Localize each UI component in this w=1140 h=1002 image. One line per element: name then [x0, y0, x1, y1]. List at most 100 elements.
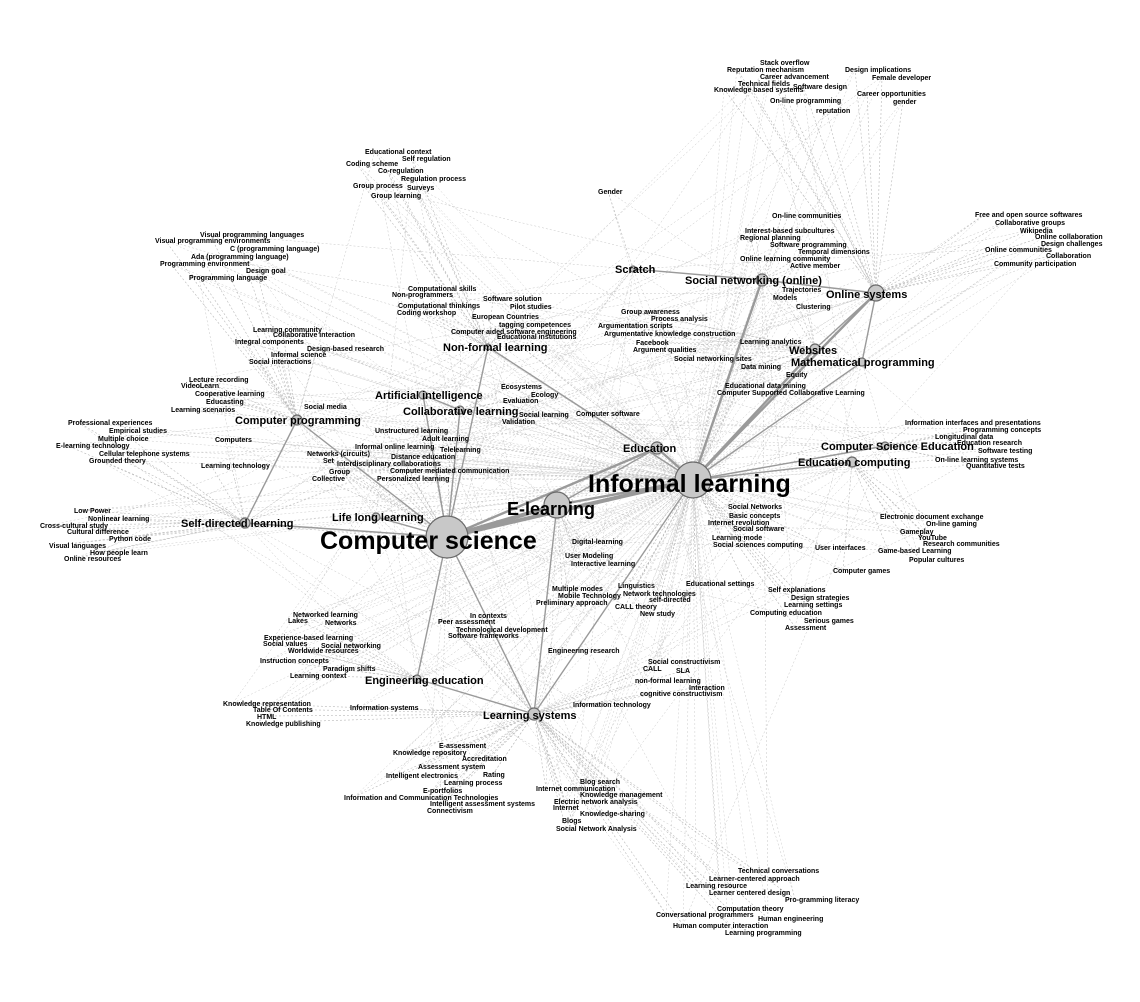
- minor-edge: [533, 713, 728, 909]
- label-models: Models: [773, 295, 797, 302]
- minor-edge: [487, 346, 565, 802]
- label-computer-programming: Computer programming: [235, 415, 361, 427]
- minor-edge: [589, 479, 694, 795]
- minor-edge: [692, 92, 868, 481]
- label-integral-components: Integral components: [235, 339, 304, 346]
- minor-edge: [447, 479, 694, 622]
- label-free-and-open-source-softwares: Free and open source softwares: [975, 212, 1082, 219]
- minor-edge: [562, 292, 877, 808]
- label-visual-programming-languages: Visual programming languages: [200, 232, 304, 239]
- minor-edge: [533, 649, 559, 715]
- minor-edge: [511, 268, 634, 422]
- minor-edge: [884, 445, 989, 451]
- minor-edge: [255, 269, 694, 481]
- label-learning-scenarios: Learning scenarios: [171, 407, 235, 414]
- minor-edge: [589, 479, 694, 782]
- minor-edge: [262, 479, 694, 710]
- minor-edge: [244, 522, 576, 556]
- label-technical-conversations: Technical conversations: [738, 868, 819, 875]
- node-cp: [291, 414, 303, 426]
- minor-edge: [422, 394, 700, 688]
- minor-edge: [316, 347, 658, 449]
- label-computer-science-education: Computer Science Education: [821, 441, 974, 453]
- label-on-line-learning-systems: On-line learning systems: [935, 457, 1018, 464]
- minor-edge: [272, 292, 877, 644]
- label-human-computer-interaction: Human computer interaction: [673, 923, 768, 930]
- minor-edge: [282, 333, 694, 481]
- minor-edge: [465, 479, 694, 630]
- label-process-analysis: Process analysis: [651, 316, 708, 323]
- label-mathematical-programming: Mathematical programming: [791, 357, 935, 369]
- label-worldwide-resources: Worldwide resources: [288, 648, 359, 655]
- minor-edge: [656, 447, 796, 900]
- minor-edge: [692, 479, 749, 871]
- minor-edge: [692, 479, 720, 879]
- minor-edge: [665, 479, 694, 915]
- minor-edge: [73, 292, 877, 559]
- minor-edge: [210, 464, 694, 481]
- minor-edge: [692, 340, 751, 481]
- label-learner-centered-design: Learner centered design: [709, 890, 790, 897]
- minor-edge: [364, 361, 863, 447]
- minor-edge: [851, 461, 937, 524]
- minor-edge: [506, 335, 694, 481]
- minor-edge: [83, 509, 246, 524]
- minor-edge: [297, 504, 558, 621]
- minor-edge: [446, 341, 647, 538]
- minor-edge: [108, 452, 246, 524]
- minor-edge: [884, 421, 916, 447]
- label-accreditation: Accreditation: [462, 756, 507, 763]
- minor-edge: [395, 713, 535, 776]
- label-telelearning: Telelearning: [440, 447, 481, 454]
- minor-edge: [302, 394, 424, 615]
- minor-edge: [851, 461, 929, 538]
- label-multiple-choice: Multiple choice: [98, 436, 149, 443]
- label-self-directed-learning: Self-directed learning: [181, 518, 293, 530]
- minor-edge: [726, 348, 816, 393]
- minor-edge: [533, 310, 632, 715]
- minor-edge: [533, 257, 751, 715]
- minor-edge: [258, 360, 377, 518]
- minor-edge: [180, 408, 298, 421]
- label-regulation-process: Regulation process: [401, 176, 466, 183]
- label-computers: Computers: [215, 437, 252, 444]
- minor-edge: [316, 452, 448, 538]
- minor-edge: [210, 464, 246, 524]
- minor-edge: [198, 378, 694, 481]
- minor-edge: [76, 522, 246, 532]
- minor-edge: [533, 713, 591, 814]
- label-multiple-modes: Multiple modes: [552, 586, 603, 593]
- label-computer-aided-software-engineering: Computer aided software engineering: [451, 329, 577, 336]
- minor-edge: [692, 479, 889, 551]
- minor-edge: [399, 469, 694, 481]
- label-computer-mediated-communication: Computer mediated communication: [390, 468, 509, 475]
- minor-edge: [692, 61, 771, 481]
- hub-edge: [556, 478, 694, 507]
- label-reputation: reputation: [816, 108, 850, 115]
- minor-edge: [416, 305, 521, 680]
- minor-edge: [607, 324, 816, 350]
- label-reputation-mechanism: Reputation mechanism: [727, 67, 804, 74]
- minor-edge: [215, 400, 694, 481]
- minor-edge: [884, 428, 974, 447]
- label-learning-systems: Learning systems: [483, 710, 577, 722]
- label-learning-programming: Learning programming: [725, 930, 802, 937]
- label-group: Group: [329, 469, 350, 476]
- minor-edge: [692, 479, 795, 605]
- minor-edge: [851, 461, 934, 544]
- minor-edge: [632, 268, 797, 375]
- label-trajectories: Trajectories: [782, 287, 821, 294]
- label-self-regulation: Self regulation: [402, 156, 451, 163]
- minor-edge: [255, 269, 298, 421]
- label-learner-centered-approach: Learner-centered approach: [709, 876, 800, 883]
- label-cooperative-learning: Cooperative learning: [195, 391, 265, 398]
- minor-edge: [582, 479, 694, 705]
- minor-edge: [387, 169, 489, 348]
- minor-edge: [97, 479, 694, 519]
- label-sla: SLA: [676, 668, 690, 675]
- label-learning-mode: Learning mode: [712, 535, 762, 542]
- label-blog-search: Blog search: [580, 779, 620, 786]
- minor-edge: [794, 361, 863, 628]
- minor-edge: [533, 713, 720, 879]
